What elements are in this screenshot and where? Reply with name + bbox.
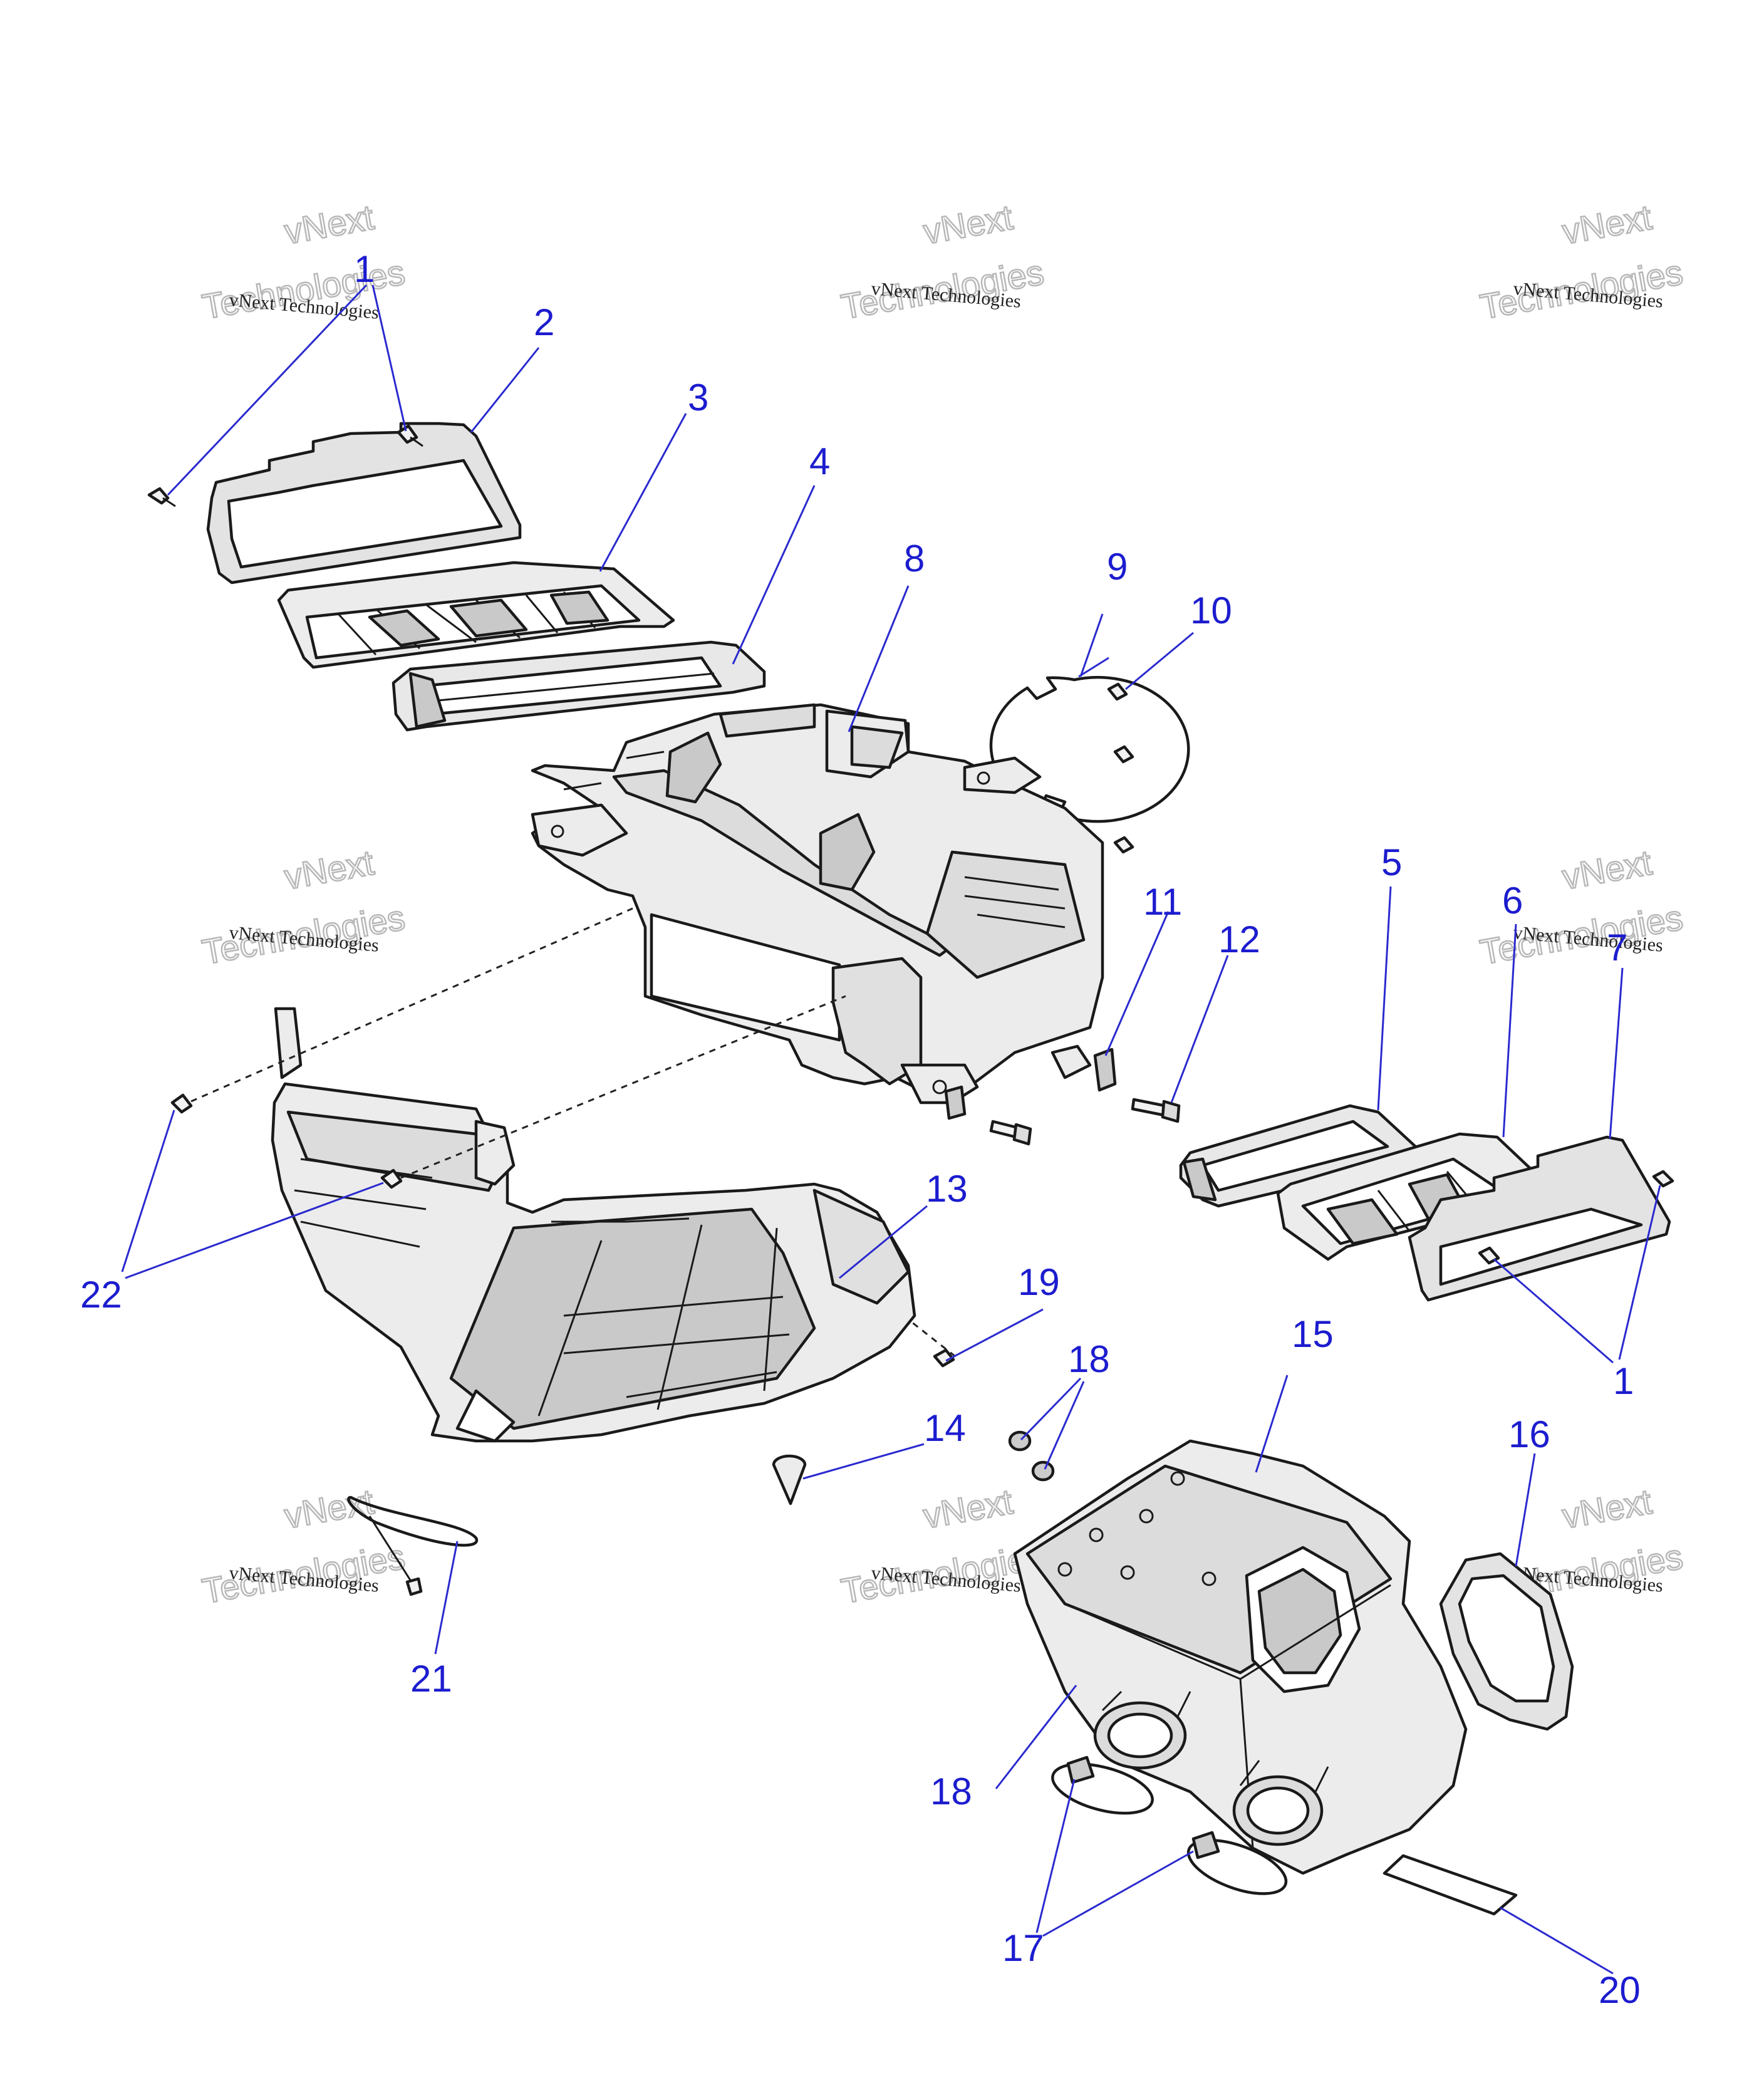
- callout-16: 16: [1508, 1413, 1550, 1455]
- callout-18-top: 18: [1068, 1338, 1110, 1380]
- part-11-clip-b: [944, 1085, 967, 1120]
- part-19-screw: [933, 1348, 955, 1368]
- callout-6: 6: [1502, 880, 1523, 922]
- callout-5: 5: [1381, 841, 1402, 883]
- watermark-big-11: vNext: [1559, 843, 1654, 897]
- callout-2: 2: [534, 301, 554, 343]
- callout-19: 19: [1018, 1261, 1060, 1303]
- part-21-cable-tie: [347, 1495, 479, 1596]
- watermark-big-17: vNext: [1559, 1482, 1654, 1536]
- part-20-label: [1383, 1854, 1518, 1916]
- callout-9: 9: [1107, 546, 1128, 588]
- callout-7: 7: [1607, 927, 1627, 969]
- part-17-clamp-a: [1051, 1755, 1154, 1815]
- watermark-big-1: vNext: [281, 197, 376, 252]
- part-4-frame: [392, 640, 766, 732]
- part-13-lower-duct: [271, 1007, 916, 1443]
- part-1-screw-c: [1652, 1170, 1674, 1188]
- callouts: 1 2 3 4 5 6 7 8 9 10 11 12 13 14 15 16 1…: [80, 248, 1641, 2011]
- callout-1: 1: [354, 248, 375, 290]
- callout-14: 14: [924, 1407, 966, 1449]
- watermark-big-15: vNext: [920, 1482, 1015, 1536]
- callout-8: 8: [904, 538, 925, 580]
- callout-10: 10: [1190, 590, 1232, 632]
- part-1-screw-d: [1478, 1246, 1500, 1265]
- callout-17: 17: [1002, 1927, 1044, 1969]
- callout-3: 3: [688, 377, 708, 419]
- part-16-gasket: [1439, 1552, 1574, 1731]
- callout-18-bottom: 18: [930, 1770, 972, 1812]
- callout-11: 11: [1143, 881, 1182, 923]
- leader-lines: [121, 284, 1661, 1975]
- part-12-bolt-b: [989, 1120, 1032, 1146]
- part-14-plug: [772, 1454, 807, 1505]
- part-7-seal: [1408, 1135, 1671, 1302]
- callout-1-right: 1: [1613, 1360, 1634, 1402]
- callout-21: 21: [410, 1658, 452, 1700]
- part-18-nut-b: [1031, 1460, 1055, 1482]
- callout-15: 15: [1292, 1313, 1334, 1355]
- part-9-plate: [989, 657, 1190, 823]
- part-10-screw-a: [1107, 682, 1128, 701]
- part-8-housing: [531, 703, 1104, 1105]
- part-10-screw-c: [1113, 836, 1134, 854]
- callout-4: 4: [809, 440, 830, 482]
- part-2-seal: [206, 422, 522, 585]
- callout-22: 22: [80, 1274, 122, 1316]
- part-1-screw-a: [147, 487, 176, 507]
- assembly-lines: [190, 907, 956, 1358]
- part-17-clamp-b: [1186, 1831, 1288, 1895]
- watermark-big-5: vNext: [1559, 197, 1654, 252]
- callout-20: 20: [1599, 1969, 1641, 2011]
- watermark-big-13: vNext: [281, 1482, 376, 1536]
- callout-13: 13: [926, 1168, 968, 1210]
- part-22-screw-b: [380, 1168, 403, 1189]
- part-10-screw-b: [1113, 745, 1134, 764]
- callout-12: 12: [1218, 918, 1260, 960]
- watermark-big-7: vNext: [281, 843, 376, 897]
- part-3-grille: [277, 561, 675, 669]
- part-15-air-box: [1013, 1439, 1468, 1875]
- part-12-bolt: [1131, 1098, 1181, 1123]
- part-11-clip: [1093, 1048, 1117, 1092]
- watermark-big-3: vNext: [920, 197, 1015, 252]
- part-22-screw-a: [170, 1093, 193, 1114]
